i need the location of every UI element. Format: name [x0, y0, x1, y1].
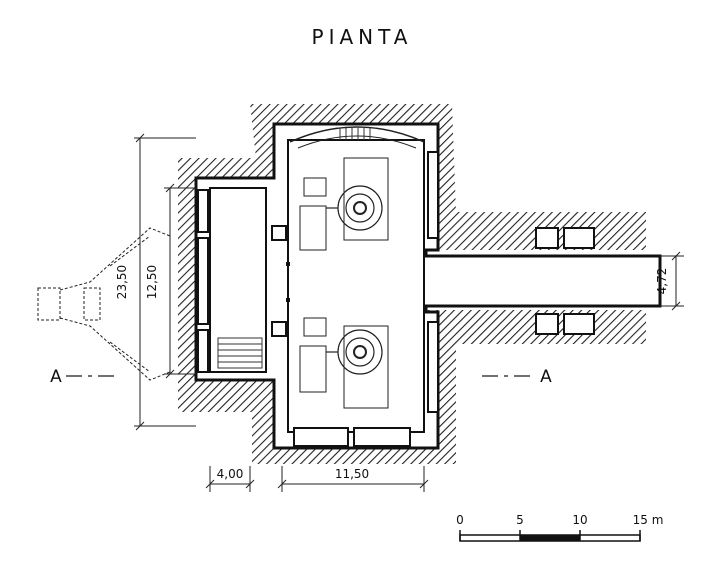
- section-mark-left: A: [50, 367, 62, 387]
- machine-lower: [299, 317, 389, 409]
- section-mark-right: A: [540, 367, 552, 387]
- dashed-entrance: [37, 227, 171, 381]
- dimension-left-width: 4,00: [217, 467, 244, 481]
- scale-label-15m: 15 m: [633, 513, 664, 527]
- dimension-lines: [134, 133, 684, 492]
- dimension-main-width: 11,50: [335, 467, 369, 481]
- dimension-inner-height: 12,50: [145, 265, 159, 299]
- dimension-overall-height: 23,50: [115, 265, 129, 299]
- plan-title: PIANTA: [312, 25, 413, 49]
- scale-label-10: 10: [572, 513, 587, 527]
- dimension-corridor-width: 4,72: [655, 268, 669, 295]
- scale-label-5: 5: [516, 513, 524, 527]
- building-walls: [194, 122, 662, 450]
- machine-upper: [299, 157, 389, 251]
- scale-label-0: 0: [456, 513, 464, 527]
- scale-bar: [459, 530, 641, 542]
